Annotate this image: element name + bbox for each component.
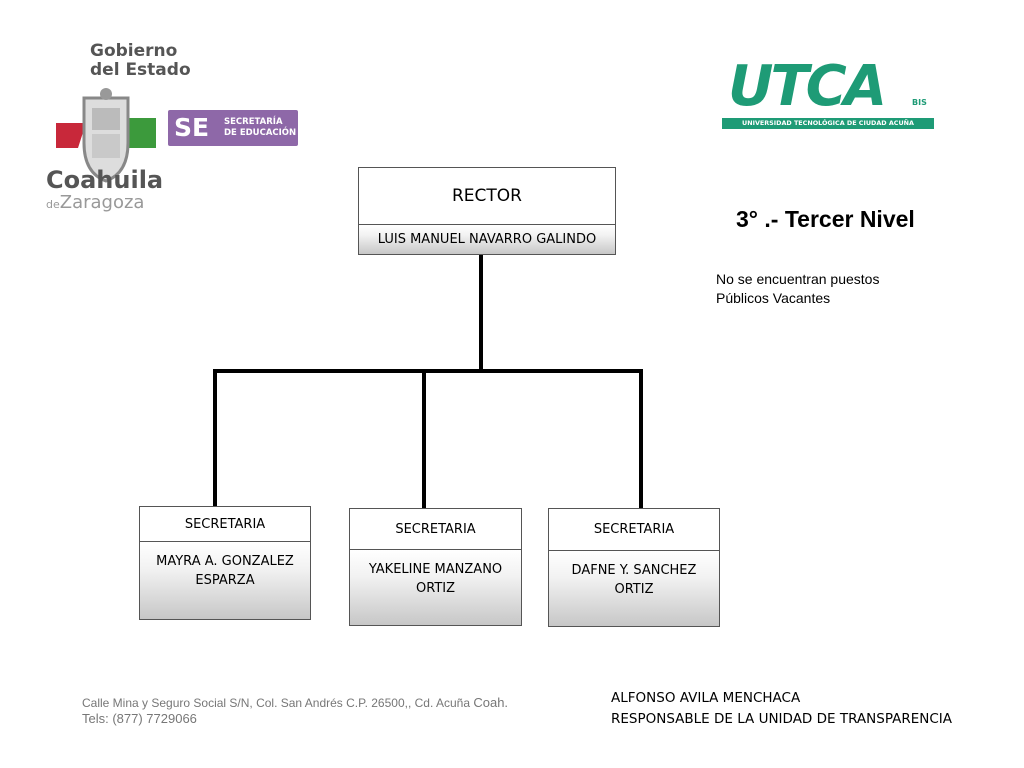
vacancy-note-line1: No se encuentran puestos xyxy=(716,271,880,287)
org-node-title: SECRETARIA xyxy=(549,509,719,551)
org-node-title: SECRETARIA xyxy=(350,509,521,550)
state-name: Coahuila xyxy=(46,166,164,194)
se-badge-letters: SE xyxy=(174,113,210,142)
org-node-name-line2: ESPARZA xyxy=(195,573,255,588)
org-node-rector: RECTOR LUIS MANUEL NAVARRO GALINDO xyxy=(358,167,616,255)
org-node-name-line1: DAFNE Y. SANCHEZ xyxy=(571,563,697,578)
org-node-secretaria-1: SECRETARIA MAYRA A. GONZALEZ ESPARZA xyxy=(139,506,311,620)
org-node-name: DAFNE Y. SANCHEZ ORTIZ xyxy=(549,551,719,626)
footer-signer: ALFONSO AVILA MENCHACA RESPONSABLE DE LA… xyxy=(611,688,952,730)
gov-logo-line1: Gobierno xyxy=(90,41,178,61)
address-state: Coah. xyxy=(473,695,509,710)
org-node-secretaria-3: SECRETARIA DAFNE Y. SANCHEZ ORTIZ xyxy=(548,508,720,627)
org-node-name-line1: YAKELINE MANZANO xyxy=(368,562,503,577)
secretaria-educacion-badge: SE SECRETARÍA DE EDUCACIÓN xyxy=(168,110,298,146)
org-node-name: MAYRA A. GONZALEZ ESPARZA xyxy=(140,542,310,619)
state-subtitle-prefix: de xyxy=(46,198,60,211)
org-node-name-line1: MAYRA A. GONZALEZ xyxy=(156,554,294,569)
org-node-name-line2: ORTIZ xyxy=(614,582,654,597)
org-node-secretaria-2: SECRETARIA YAKELINE MANZANO ORTIZ xyxy=(349,508,522,626)
state-subtitle-word: Zaragoza xyxy=(59,192,145,213)
org-node-title: SECRETARIA xyxy=(140,507,310,542)
utca-wordmark: UTCA xyxy=(728,54,887,119)
org-node-name: YAKELINE MANZANO ORTIZ xyxy=(350,550,521,625)
coahuila-government-logo: Gobierno del Estado SE SECRETARÍA DE EDU… xyxy=(28,38,308,218)
signer-role: RESPONSABLE DE LA UNIDAD DE TRANSPARENCI… xyxy=(611,711,952,727)
address-text: Calle Mina y Seguro Social S/N, Col. San… xyxy=(82,696,474,710)
state-subtitle: deZaragoza xyxy=(46,192,144,213)
org-node-name-line2: ORTIZ xyxy=(416,581,455,596)
vacancy-note-line2: Públicos Vacantes xyxy=(716,290,831,306)
footer-address: Calle Mina y Seguro Social S/N, Col. San… xyxy=(82,695,508,727)
se-badge-text-line1: SECRETARÍA xyxy=(224,117,283,127)
gov-logo-line2: del Estado xyxy=(90,60,191,80)
gov-logo-heading: Gobierno del Estado xyxy=(90,42,191,80)
se-badge-text: SECRETARÍA DE EDUCACIÓN xyxy=(224,117,296,139)
vacancy-note: No se encuentran puestos Públicos Vacant… xyxy=(716,270,879,308)
utca-bis-mark: BIS xyxy=(912,98,927,107)
org-node-name: LUIS MANUEL NAVARRO GALINDO xyxy=(359,225,615,254)
coat-of-arms-icon xyxy=(56,88,156,183)
signer-name: ALFONSO AVILA MENCHACA xyxy=(611,690,801,706)
level-title: 3° .- Tercer Nivel xyxy=(736,206,915,232)
address-line: Calle Mina y Seguro Social S/N, Col. San… xyxy=(82,695,508,711)
org-node-title: RECTOR xyxy=(359,168,615,225)
phone-line: Tels: (877) 7729066 xyxy=(82,711,197,726)
utca-university-logo: UTCA BIS UNIVERSIDAD TECNOLÓGICA DE CIUD… xyxy=(722,54,936,132)
utca-university-name: UNIVERSIDAD TECNOLÓGICA DE CIUDAD ACUÑA xyxy=(722,118,934,129)
se-badge-text-line2: DE EDUCACIÓN xyxy=(224,128,297,138)
